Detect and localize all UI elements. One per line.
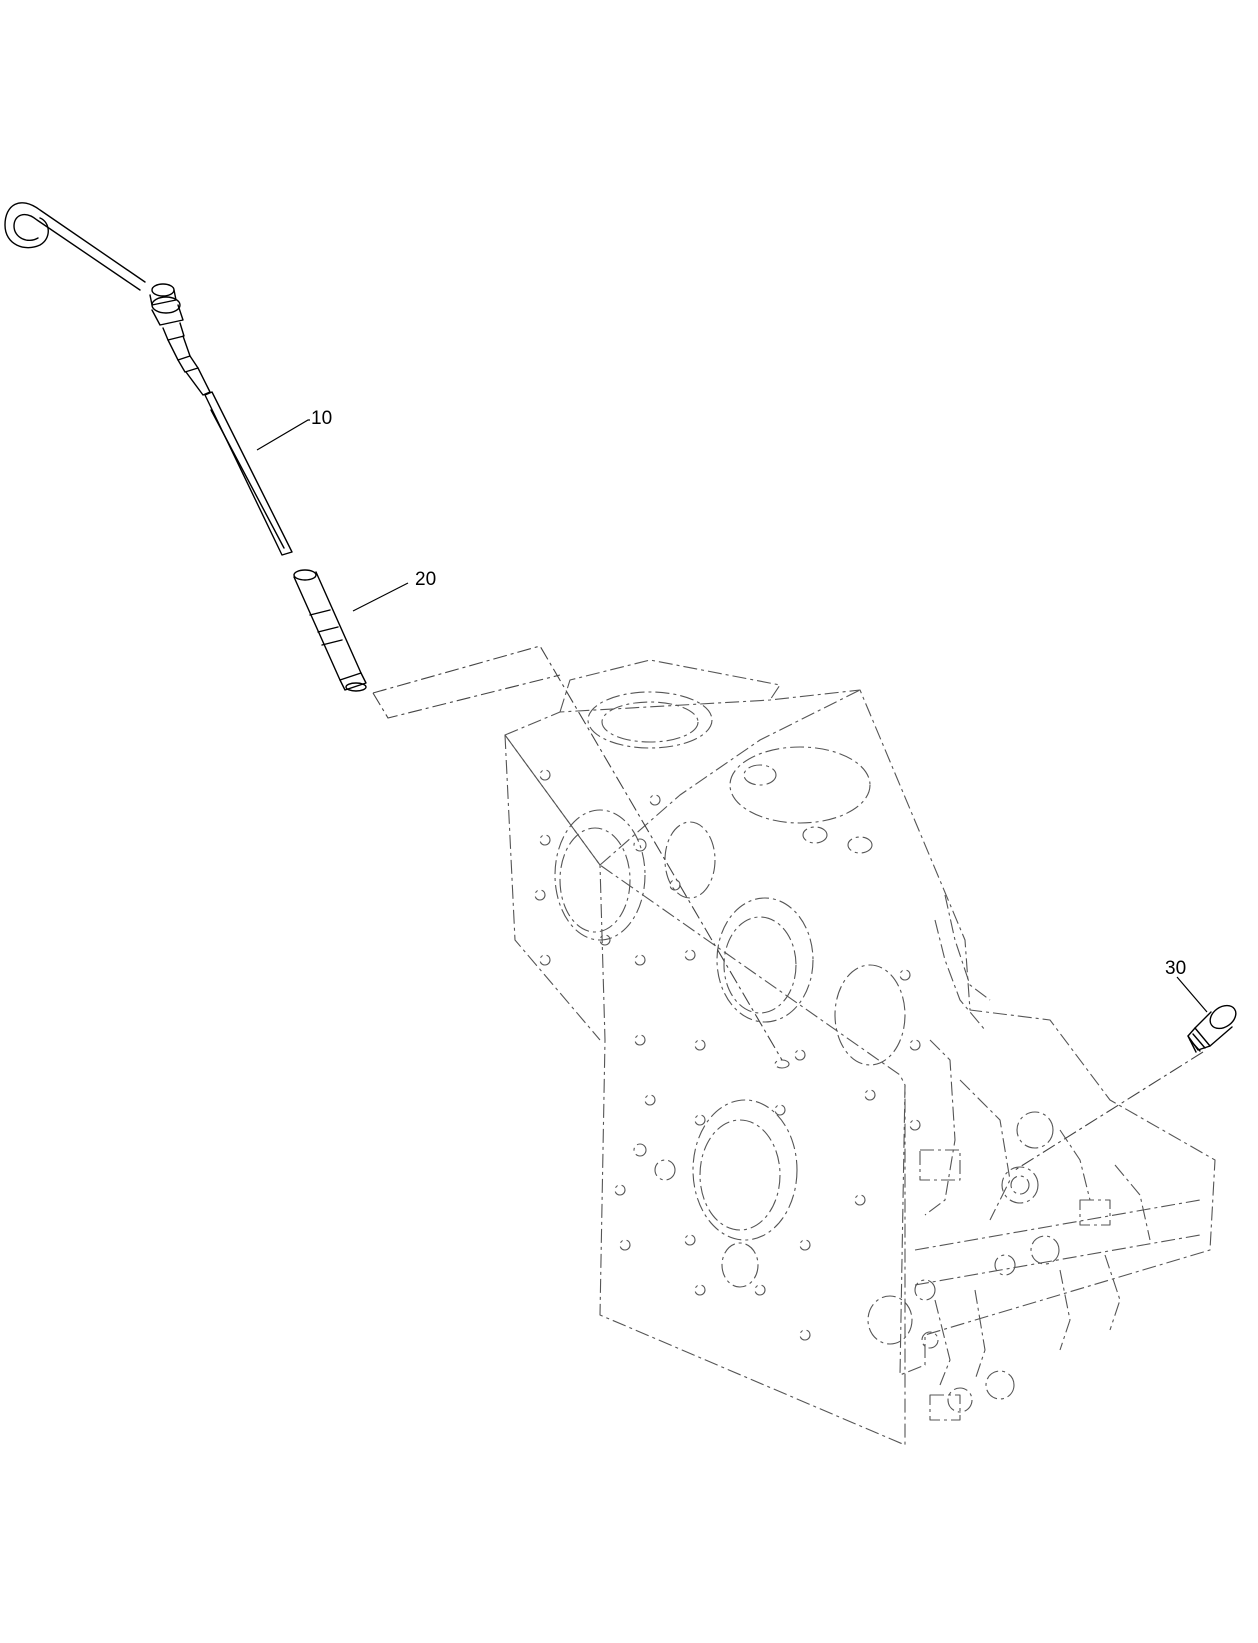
dipstick-icon <box>4 202 293 556</box>
callout-label-30: 30 <box>1165 958 1186 979</box>
plug-icon <box>1187 1004 1237 1053</box>
callout-label-20: 20 <box>415 569 436 590</box>
dipstick-tube-icon <box>293 569 367 692</box>
callout-label-10: 10 <box>311 408 332 429</box>
engine-block-icon <box>504 659 1216 1446</box>
assembly-path-lines <box>372 645 1204 1171</box>
callout-leaders <box>256 419 1208 1013</box>
